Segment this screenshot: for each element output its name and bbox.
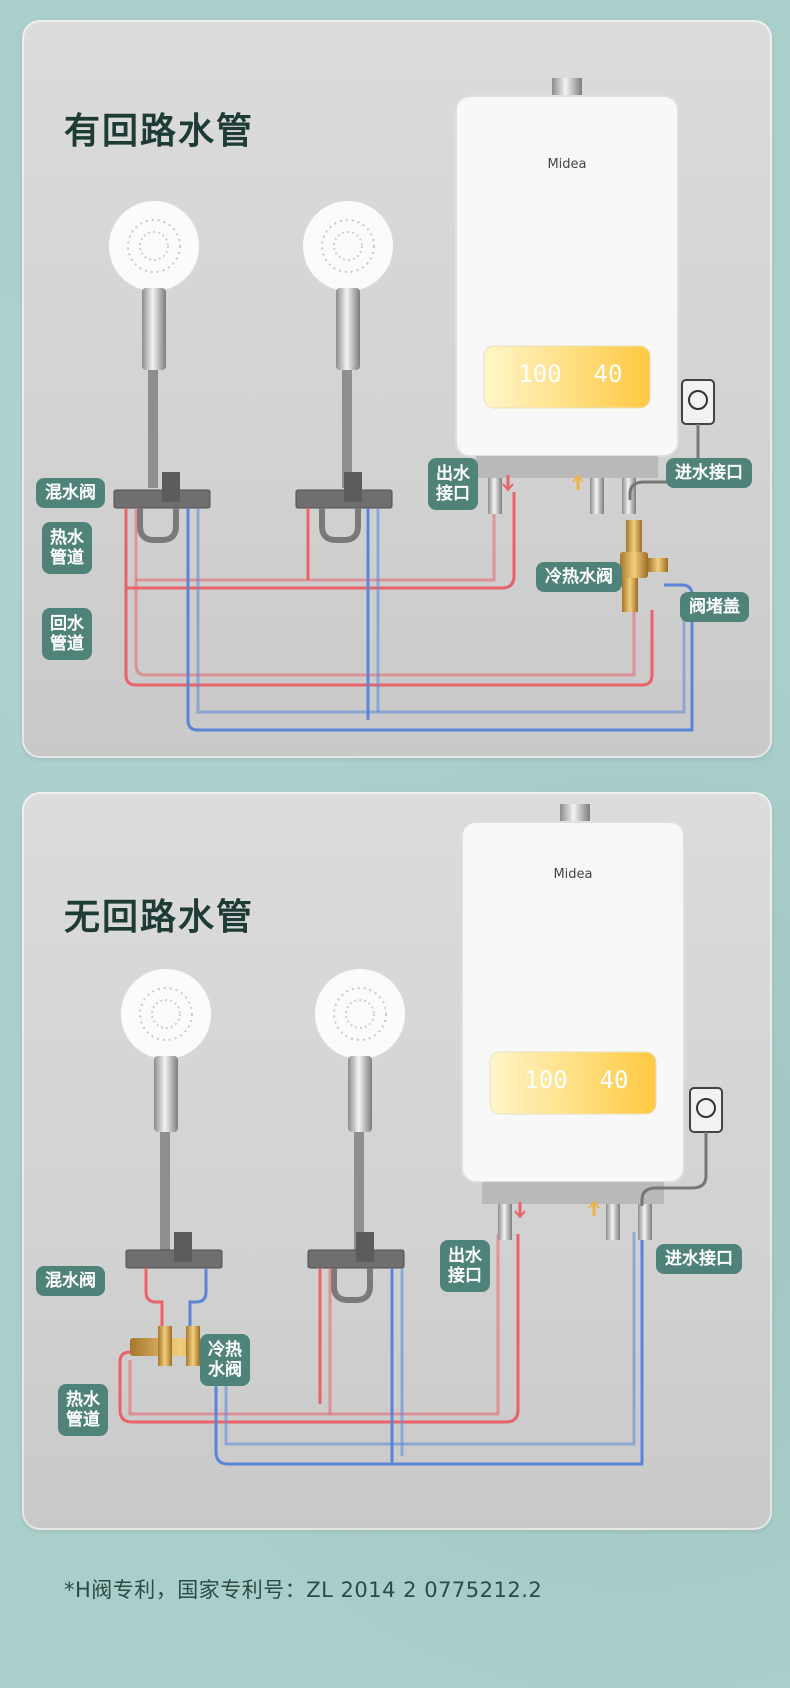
label-inlet: 进水接口 bbox=[656, 1244, 742, 1274]
panel-without-return-pipe: 无回路水管 bbox=[22, 792, 772, 1530]
shower-head-left bbox=[119, 967, 213, 1250]
label-hot-pipe-line1: 热水 bbox=[50, 528, 84, 548]
shower-head-left bbox=[107, 199, 201, 488]
plumbing-diagram: Midea 100 40 bbox=[118, 804, 723, 1466]
label-valve-cap: 阀堵盖 bbox=[680, 592, 749, 622]
display-right-digits: 40 bbox=[594, 360, 623, 388]
label-outlet: 出水 接口 bbox=[428, 458, 478, 510]
plumbing-diagram: Midea 100 40 bbox=[107, 78, 715, 732]
power-socket bbox=[640, 1087, 723, 1206]
label-mixing-valve: 混水阀 bbox=[36, 1266, 105, 1296]
panel-title: 无回路水管 bbox=[64, 897, 255, 938]
cold-hot-valve-body bbox=[620, 520, 668, 612]
brand-logo: Midea bbox=[547, 157, 586, 172]
label-inlet: 进水接口 bbox=[666, 458, 752, 488]
label-cold-hot-valve: 冷热水阀 bbox=[536, 562, 622, 592]
panel-with-return-pipe: 有回路水管 bbox=[22, 20, 772, 758]
label-cold-hot-valve: 冷热 水阀 bbox=[200, 1334, 250, 1386]
label-outlet: 出水 接口 bbox=[440, 1240, 490, 1292]
label-hot-pipe: 热水 管道 bbox=[42, 522, 92, 574]
label-hot-pipe: 热水 管道 bbox=[58, 1384, 108, 1436]
shower-head-right bbox=[301, 199, 395, 488]
label-outlet-line1: 出水 bbox=[448, 1246, 482, 1266]
display-left-digits: 100 bbox=[524, 1066, 567, 1094]
label-hot-pipe-line2: 管道 bbox=[66, 1410, 100, 1430]
mixing-valve-left bbox=[125, 1232, 223, 1269]
panel-title: 有回路水管 bbox=[64, 111, 255, 152]
display-left-digits: 100 bbox=[518, 360, 561, 388]
cold-water-pipes bbox=[188, 1232, 644, 1466]
label-outlet-line2: 接口 bbox=[448, 1266, 482, 1286]
display-right-digits: 40 bbox=[600, 1066, 629, 1094]
water-heater bbox=[455, 78, 679, 514]
cold-water-pipes bbox=[186, 508, 694, 732]
hot-water-pipes bbox=[118, 1234, 520, 1424]
label-cold-hot-valve-line2: 水阀 bbox=[208, 1360, 242, 1380]
label-outlet-line1: 出水 bbox=[436, 464, 470, 484]
label-outlet-line2: 接口 bbox=[436, 484, 470, 504]
hot-water-pipes bbox=[124, 492, 654, 687]
patent-footnote: *H阀专利，国家专利号：ZL 2014 2 0775212.2 bbox=[64, 1578, 543, 1602]
brand-logo: Midea bbox=[553, 867, 592, 882]
water-heater bbox=[461, 804, 685, 1240]
label-mixing-valve: 混水阀 bbox=[36, 478, 105, 508]
label-cold-hot-valve-line1: 冷热 bbox=[208, 1340, 242, 1360]
label-return-pipe: 回水 管道 bbox=[42, 608, 92, 660]
mixing-valve-right bbox=[295, 472, 393, 543]
label-hot-pipe-line2: 管道 bbox=[50, 548, 84, 568]
label-return-pipe-line1: 回水 bbox=[50, 614, 84, 634]
label-hot-pipe-line1: 热水 bbox=[66, 1390, 100, 1410]
shower-head-right bbox=[313, 967, 407, 1250]
label-return-pipe-line2: 管道 bbox=[50, 634, 84, 654]
mixing-valve-right bbox=[307, 1232, 405, 1303]
mixing-valve-left bbox=[113, 472, 211, 543]
